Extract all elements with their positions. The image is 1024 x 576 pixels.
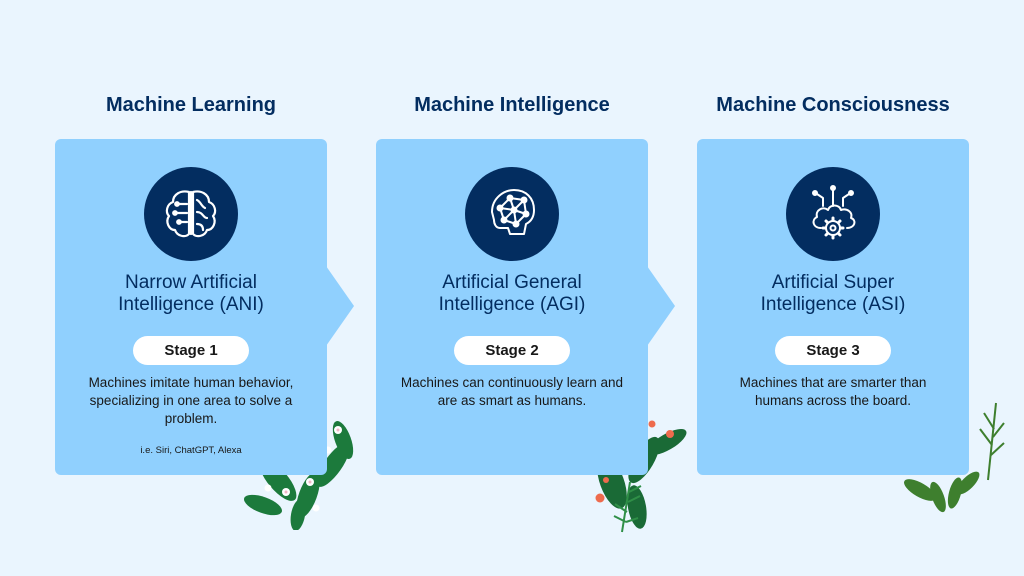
stage-column-asi: Machine Consciousness Artificial Super I… (697, 0, 969, 576)
stage-heading: Machine Intelligence (414, 94, 610, 116)
stage-column-agi: Machine Intelligence Artificial General … (376, 0, 675, 576)
card-title: Narrow Artificial Intelligence (ANI) (55, 272, 327, 316)
cloud-gear-icon (786, 167, 880, 261)
card-description: Machines that are smarter than humans ac… (739, 375, 927, 408)
card-title-line-2: Intelligence (ANI) (118, 294, 264, 315)
stage-heading: Machine Learning (105, 94, 277, 116)
card-description: Machines imitate human behavior, special… (88, 375, 294, 426)
card-title-line-2: Intelligence (AGI) (438, 294, 586, 315)
stage-heading: Machine Consciousness (716, 94, 950, 116)
card-title: Artificial Super Intelligence (ASI) (697, 272, 969, 316)
stage-column-ani: Machine Learning Narrow Artificial Intel… (55, 0, 354, 576)
stage-badge: Stage 3 (775, 336, 891, 365)
card-description: Machines can continuously learn and are … (400, 375, 624, 408)
stage-badge: Stage 1 (133, 336, 249, 365)
card-arrow-notch (326, 266, 354, 346)
neural-network-head-icon (465, 167, 559, 261)
card-title-line-1: Artificial General (442, 272, 582, 293)
brain-circuit-icon (144, 167, 238, 261)
card-title-line-2: Intelligence (ASI) (760, 294, 906, 315)
card-title-line-1: Artificial Super (771, 272, 895, 293)
card-arrow-notch (647, 266, 675, 346)
card-title-line-1: Narrow Artificial (125, 272, 257, 293)
card-examples-note: i.e. Siri, ChatGPT, Alexa (140, 445, 242, 456)
card-title: Artificial General Intelligence (AGI) (376, 272, 648, 316)
stage-badge: Stage 2 (454, 336, 570, 365)
